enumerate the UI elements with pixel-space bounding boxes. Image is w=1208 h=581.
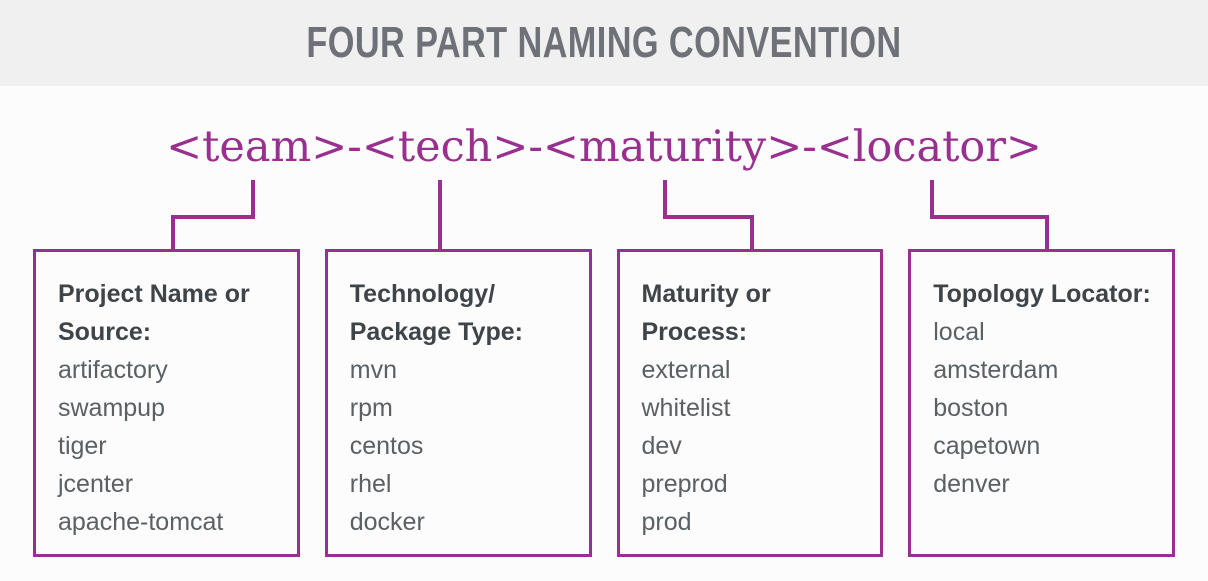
- box-title: Topology Locator:: [933, 280, 1151, 308]
- list-item: capetown: [933, 432, 1041, 460]
- list-item: rpm: [349, 394, 393, 422]
- category-box-project-name: Project Name or Source: artifactory swam…: [33, 249, 300, 557]
- list-item: denver: [933, 470, 1010, 498]
- list-item: tiger: [58, 432, 107, 460]
- list-item: centos: [349, 432, 424, 460]
- list-item: mvn: [349, 356, 397, 384]
- list-item: docker: [349, 508, 425, 536]
- category-box-technology: Technology/ Package Type: mvn rpm centos…: [324, 249, 592, 557]
- category-boxes: Project Name or Source: artifactory swam…: [33, 249, 1175, 557]
- list-item: prod: [641, 508, 692, 536]
- connector-maturity: [663, 180, 754, 249]
- list-item: jcenter: [58, 470, 134, 498]
- box-item-list: local amsterdam boston capetown denver: [933, 313, 1158, 503]
- list-item: amsterdam: [933, 356, 1059, 384]
- page-title: Four Part Naming Convention: [306, 18, 902, 67]
- list-item: whitelist: [641, 394, 731, 422]
- list-item: preprod: [641, 470, 728, 498]
- list-item: dev: [641, 432, 682, 460]
- category-box-topology-locator: Topology Locator: local amsterdam boston…: [908, 249, 1175, 557]
- box-title: Maturity or Process:: [641, 280, 771, 346]
- list-item: rhel: [349, 470, 392, 498]
- naming-pattern-text: <team>-<tech>-<maturity>-<locator>: [166, 122, 1042, 172]
- connector-team: [171, 180, 255, 249]
- box-item-list: artifactory swampup tiger jcenter apache…: [58, 351, 283, 541]
- list-item: swampup: [58, 394, 165, 422]
- connector-locator: [930, 180, 1049, 249]
- box-item-list: mvn rpm centos rhel docker: [350, 351, 575, 541]
- box-title: Project Name or Source:: [58, 280, 250, 346]
- box-title: Technology/ Package Type:: [349, 280, 523, 346]
- category-box-maturity: Maturity or Process: external whitelist …: [616, 249, 884, 557]
- list-item: boston: [933, 394, 1009, 422]
- box-item-list: external whitelist dev preprod prod: [642, 351, 867, 541]
- header-band: [0, 0, 1208, 86]
- list-item: artifactory: [58, 356, 168, 384]
- list-item: local: [933, 318, 985, 346]
- list-item: apache-tomcat: [58, 508, 224, 536]
- list-item: external: [641, 356, 731, 384]
